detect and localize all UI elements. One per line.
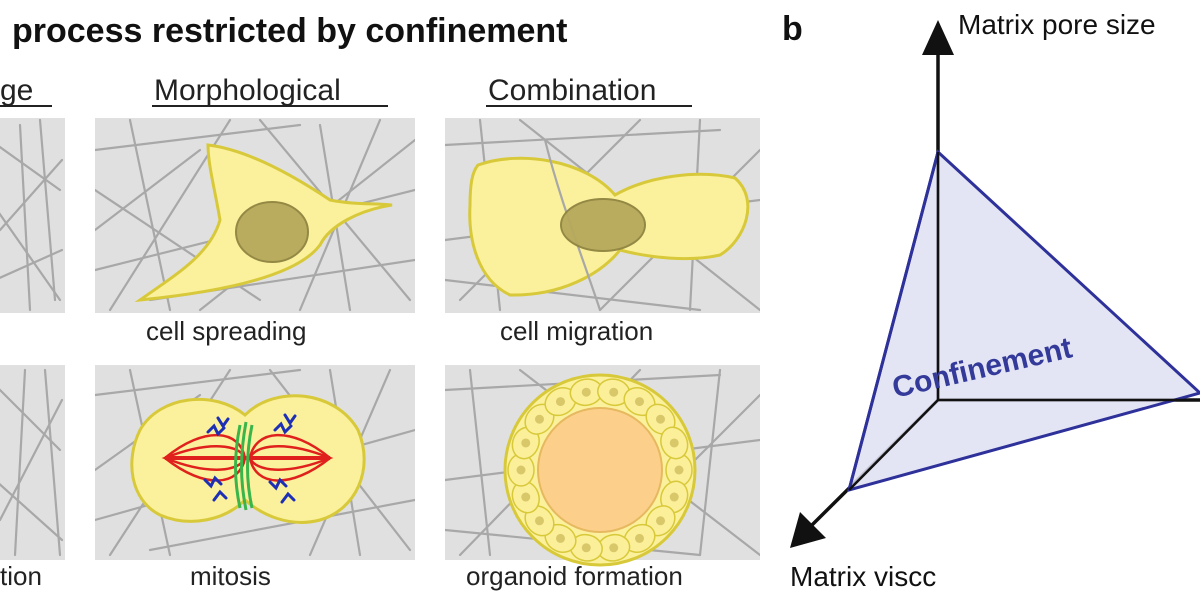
panel-left-bottom [0,365,65,560]
organoid-cell-nucleus [534,516,544,526]
organoid-cell-nucleus [516,465,526,475]
axis-label-pore-size: Matrix pore size [958,9,1156,40]
organoid-cell-nucleus [521,492,531,502]
organoid-cell-nucleus [669,438,679,448]
fiber-network [0,368,64,557]
panel-a-title: process restricted by confinement [12,12,568,50]
axis-label-viscosity: Matrix viscc [790,561,936,592]
panel-mitosis [95,365,415,560]
nucleus [560,198,646,252]
organoid-cell-nucleus [635,533,644,543]
organoid-cell-nucleus [656,516,666,526]
panel-b-label: b [782,10,803,48]
organoid-cell-nucleus [674,465,684,475]
organoid-cell-nucleus [521,438,531,448]
axis-arrowhead-down-left [790,512,826,548]
organoid-cell-nucleus [581,543,591,553]
organoid-cell-nucleus [609,543,619,553]
confinement-diagram: Confinement [790,20,1200,548]
column-header-morphological: Morphological [154,74,341,107]
column-header-combination: Combination [488,74,656,107]
axis-arrowhead-up [922,20,954,55]
fiber-network [0,118,64,312]
cleavage-furrow [234,421,254,511]
caption-left-bottom: tion [0,561,42,591]
organoid-cell-nucleus [556,397,565,407]
organoid-lumen [537,407,663,533]
caption-mitosis: mitosis [190,561,271,591]
organoid-cell-nucleus [581,387,591,397]
fade-overlay [960,560,1200,600]
panel-left-top [0,118,65,313]
confinement-region [846,149,1200,493]
organoid-epithelium [507,378,693,562]
organoid-cell-nucleus [556,533,565,543]
caption-cell-migration: cell migration [500,316,653,346]
panel-cell-spreading [95,118,415,313]
panel-organoid-formation [445,365,760,567]
organoid-cell-nucleus [635,397,644,407]
column-header-left: ge [0,74,33,107]
organoid-cell-nucleus [534,414,544,424]
nucleus [235,201,309,263]
chromosomes [203,413,297,504]
caption-cell-spreading: cell spreading [146,316,306,346]
confinement-edge-left [847,151,940,491]
organoid-cell-nucleus [669,492,679,502]
caption-organoid-formation: organoid formation [466,561,683,591]
organoid-cell-nucleus [609,387,619,397]
organoid-cell-nucleus [656,414,666,424]
axis-viscosity-inner [848,399,939,491]
panel-cell-migration [445,118,760,313]
